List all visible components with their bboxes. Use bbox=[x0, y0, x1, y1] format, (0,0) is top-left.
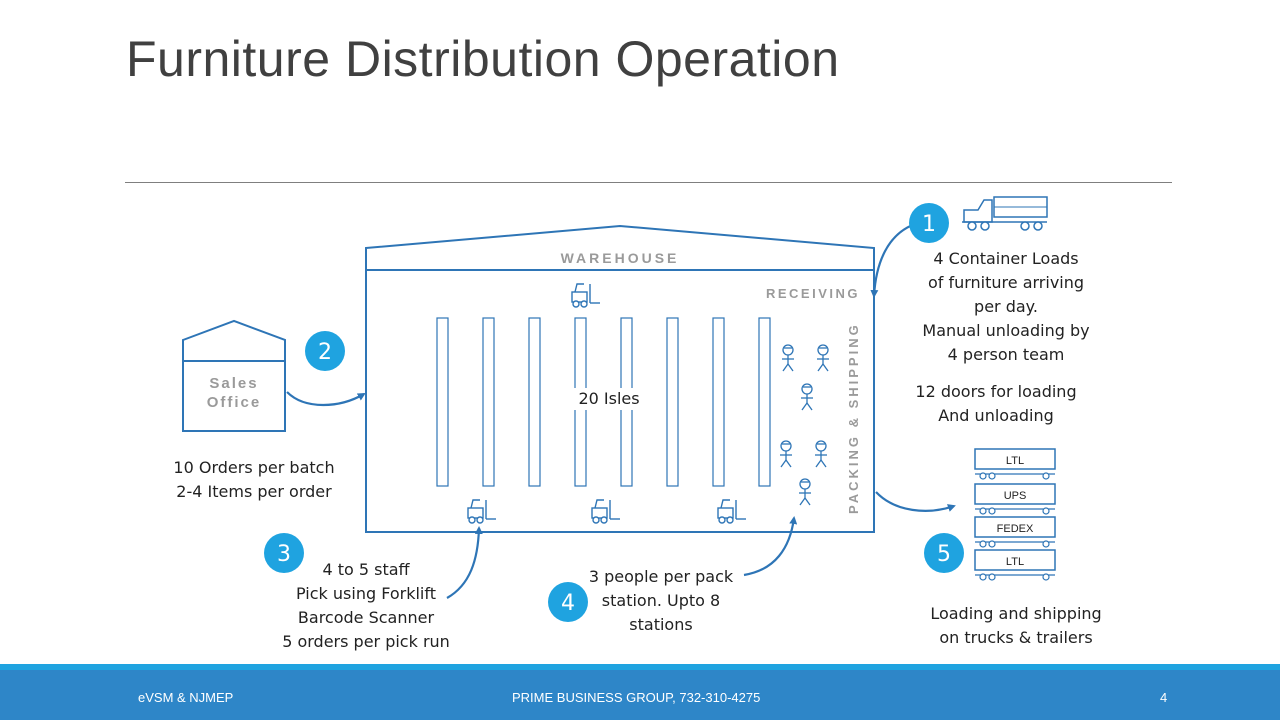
step-3-description: 4 to 5 staff Pick using Forklift Barcode… bbox=[282, 560, 450, 651]
step-2-description: 10 Orders per batch 2-4 Items per order bbox=[173, 458, 335, 501]
step-1-doors-note: 12 doors for loading And unloading bbox=[915, 382, 1077, 425]
sales-office-building bbox=[182, 319, 286, 432]
arrow-packing bbox=[743, 516, 798, 577]
step-badge-4: 4 bbox=[548, 582, 588, 622]
warehouse-label: WAREHOUSE bbox=[561, 250, 680, 266]
svg-text:1: 1 bbox=[922, 212, 936, 237]
footer-center-text: PRIME BUSINESS GROUP, 732-310-4275 bbox=[512, 690, 761, 705]
sales-office-label: Sales bbox=[209, 375, 258, 392]
step-badge-3: 3 bbox=[264, 533, 304, 573]
isles-label: 20 Isles bbox=[578, 389, 639, 408]
step-badge-2: 2 bbox=[305, 331, 345, 371]
page-title: Furniture Distribution Operation bbox=[126, 31, 840, 87]
svg-text:5: 5 bbox=[937, 542, 951, 567]
arrow-receiving bbox=[870, 222, 916, 298]
worker-icon bbox=[816, 344, 830, 372]
step-5-description: Loading and shipping on trucks & trailer… bbox=[930, 604, 1102, 647]
trailer: LTL bbox=[974, 448, 1056, 480]
forklift-icon bbox=[717, 499, 747, 524]
forklift-icon bbox=[591, 499, 621, 524]
trailer: UPS bbox=[974, 483, 1056, 515]
receiving-label: RECEIVING bbox=[766, 286, 860, 301]
arrow-picking bbox=[446, 526, 483, 599]
footer-left-text: eVSM & NJMEP bbox=[138, 690, 234, 705]
sales-office-label: Office bbox=[207, 394, 262, 411]
aisle bbox=[528, 317, 541, 487]
aisle bbox=[436, 317, 449, 487]
svg-text:2: 2 bbox=[318, 340, 332, 365]
worker-icon bbox=[800, 383, 814, 411]
trailer-label: LTL bbox=[1006, 556, 1024, 568]
worker-icon bbox=[798, 478, 812, 506]
arrow-orders bbox=[286, 391, 366, 407]
step-badge-5: 5 bbox=[924, 533, 964, 573]
trailer: FEDEX bbox=[974, 516, 1056, 548]
footer-bar: eVSM & NJMEP PRIME BUSINESS GROUP, 732-3… bbox=[0, 664, 1280, 720]
step-1-description: 4 Container Loads of furniture arriving … bbox=[922, 249, 1090, 364]
title-divider bbox=[125, 182, 1172, 183]
worker-icon bbox=[814, 440, 828, 468]
packing-shipping-label: PACKING & SHIPPING bbox=[846, 322, 861, 514]
step-4-description: 3 people per pack station. Upto 8 statio… bbox=[588, 567, 734, 634]
aisle bbox=[758, 317, 771, 487]
truck-icon bbox=[962, 196, 1048, 231]
trailer-label: UPS bbox=[1004, 490, 1027, 502]
trailer-label: FEDEX bbox=[997, 523, 1034, 535]
step-badge-1: 1 bbox=[909, 203, 949, 243]
forklift-icon bbox=[571, 283, 601, 308]
worker-icon bbox=[781, 344, 795, 372]
arrow-shipping bbox=[875, 491, 956, 512]
aisle bbox=[482, 317, 495, 487]
aisle bbox=[712, 317, 725, 487]
warehouse-building bbox=[365, 224, 875, 533]
trailer: LTL bbox=[974, 549, 1056, 581]
aisle bbox=[666, 317, 679, 487]
forklift-icon bbox=[467, 499, 497, 524]
trailer-label: LTL bbox=[1006, 455, 1024, 467]
page-number: 4 bbox=[1160, 690, 1168, 705]
svg-text:4: 4 bbox=[561, 591, 575, 616]
svg-text:3: 3 bbox=[277, 542, 291, 567]
worker-icon bbox=[779, 440, 793, 468]
